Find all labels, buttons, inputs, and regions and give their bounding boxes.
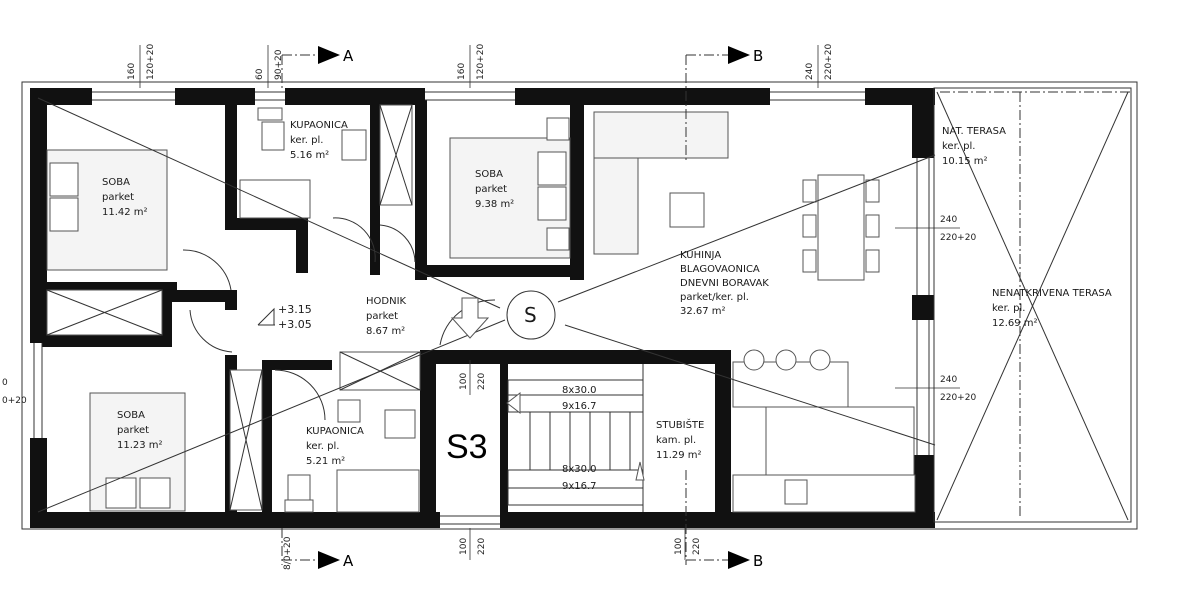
dim-top-4b: 220+20 bbox=[824, 44, 834, 80]
room-floor: kam. pl. bbox=[656, 435, 696, 446]
level-upper: +3.15 bbox=[278, 303, 312, 316]
furniture bbox=[46, 104, 916, 513]
room-hodnik: HODNIK parket 8.67 m² bbox=[366, 296, 407, 337]
room-floor: parket bbox=[102, 192, 134, 203]
dim-bottom-1a: 100 bbox=[459, 538, 469, 555]
dim-top-1a: 160 bbox=[127, 63, 137, 80]
terrace-outline bbox=[933, 87, 1132, 523]
dim-bottom-2b: 220 bbox=[692, 538, 702, 555]
section-label-a-top: A bbox=[343, 47, 354, 65]
room-name: KUPAONICA bbox=[290, 120, 348, 131]
room-floor: parket/ker. pl. bbox=[680, 292, 749, 303]
dim-top-1b: 120+20 bbox=[146, 44, 156, 80]
room-name-3: DNEVNI BORAVAK bbox=[680, 278, 769, 289]
room-area: 32.67 m² bbox=[680, 306, 726, 317]
room-name-2: BLAGOVAONICA bbox=[680, 264, 760, 275]
room-floor: ker. pl. bbox=[992, 303, 1025, 314]
room-floor: ker. pl. bbox=[306, 441, 339, 452]
windows bbox=[33, 91, 930, 525]
dim-left-b: 0+20 bbox=[2, 396, 27, 406]
room-floor: ker. pl. bbox=[942, 141, 975, 152]
room-area: 8.67 m² bbox=[366, 326, 405, 337]
room-kuhinja: KUHINJA BLAGOVAONICA DNEVNI BORAVAK park… bbox=[680, 250, 769, 317]
room-name: SOBA bbox=[102, 177, 130, 188]
dim-right-2b: 220+20 bbox=[940, 393, 976, 403]
room-area: 9.38 m² bbox=[475, 199, 514, 210]
dim-top-4a: 240 bbox=[805, 63, 815, 80]
stair-flight-2-tread: 8x30.0 bbox=[562, 464, 597, 475]
room-floor: parket bbox=[475, 184, 507, 195]
room-name: NENATKRIVENA TERASA bbox=[992, 288, 1112, 299]
section-cuts bbox=[281, 46, 750, 569]
section-label-a-bottom: A bbox=[343, 552, 354, 570]
dim-mid-a: 100 bbox=[459, 373, 469, 390]
dim-right-1a: 240 bbox=[940, 215, 957, 225]
room-name: KUHINJA bbox=[680, 250, 721, 261]
room-name: HODNIK bbox=[366, 296, 407, 307]
dim-top-2b: 90+20 bbox=[274, 49, 284, 80]
room-floor: ker. pl. bbox=[290, 135, 323, 146]
room-name: STUBIŠTE bbox=[656, 418, 704, 431]
site-outline bbox=[21, 81, 1138, 530]
dim-bottom-3: 8/0+20 bbox=[283, 536, 293, 570]
room-area: 5.21 m² bbox=[306, 456, 345, 467]
room-soba-1: SOBA parket 11.42 m² bbox=[102, 177, 148, 218]
section-label-b-top: B bbox=[753, 47, 763, 65]
level-mark-icon bbox=[257, 307, 275, 326]
dimension-lines bbox=[139, 45, 960, 560]
room-area: 11.29 m² bbox=[656, 450, 702, 461]
stair-arrow-up bbox=[506, 391, 521, 415]
room-kupaonica-2: KUPAONICA ker. pl. 5.21 m² bbox=[306, 426, 364, 467]
room-area: 12.69 m² bbox=[992, 318, 1038, 329]
room-soba-3: SOBA parket 11.23 m² bbox=[117, 410, 163, 451]
room-floor: parket bbox=[117, 425, 149, 436]
room-name: NAT. TERASA bbox=[942, 126, 1006, 137]
dim-right-1b: 220+20 bbox=[940, 233, 976, 243]
room-soba-2: SOBA parket 9.38 m² bbox=[475, 169, 514, 210]
stair-direction-arrow bbox=[450, 297, 490, 339]
dim-bottom-2a: 100 bbox=[674, 538, 684, 555]
shaft-symbol-label: S bbox=[524, 303, 537, 327]
dim-mid-b: 220 bbox=[477, 373, 487, 390]
dim-right-2a: 240 bbox=[940, 375, 957, 385]
dim-top-3b: 120+20 bbox=[476, 44, 486, 80]
walls bbox=[30, 88, 935, 528]
shaft-symbol bbox=[506, 290, 556, 340]
dim-left-a: 0 bbox=[2, 378, 8, 388]
room-nenatkrivena-terasa: NENATKRIVENA TERASA ker. pl. 12.69 m² bbox=[992, 288, 1112, 329]
doors bbox=[182, 217, 496, 421]
dim-bottom-1b: 220 bbox=[477, 538, 487, 555]
room-name: SOBA bbox=[117, 410, 145, 421]
stair-id-label: S3 bbox=[446, 428, 488, 466]
room-kupaonica-1: KUPAONICA ker. pl. 5.16 m² bbox=[290, 120, 348, 161]
dim-top-3a: 160 bbox=[457, 63, 467, 80]
room-area: 11.42 m² bbox=[102, 207, 148, 218]
room-area: 5.16 m² bbox=[290, 150, 329, 161]
level-lower: +3.05 bbox=[278, 318, 312, 331]
room-name: KUPAONICA bbox=[306, 426, 364, 437]
room-floor: parket bbox=[366, 311, 398, 322]
room-name: SOBA bbox=[475, 169, 503, 180]
stair-flight-2-riser: 9x16.7 bbox=[562, 481, 597, 492]
room-area: 11.23 m² bbox=[117, 440, 163, 451]
diagonal-lines bbox=[37, 91, 1129, 521]
room-stubiste: STUBIŠTE kam. pl. 11.29 m² bbox=[656, 418, 704, 461]
stair-flight-1-riser: 9x16.7 bbox=[562, 401, 597, 412]
room-nat-terasa: NAT. TERASA ker. pl. 10.15 m² bbox=[942, 126, 1006, 167]
section-label-b-bottom: B bbox=[753, 552, 763, 570]
room-area: 10.15 m² bbox=[942, 156, 988, 167]
stair-flight-1-tread: 8x30.0 bbox=[562, 385, 597, 396]
stair-arrow-down bbox=[635, 461, 645, 481]
dim-top-2a: 60 bbox=[255, 68, 265, 80]
